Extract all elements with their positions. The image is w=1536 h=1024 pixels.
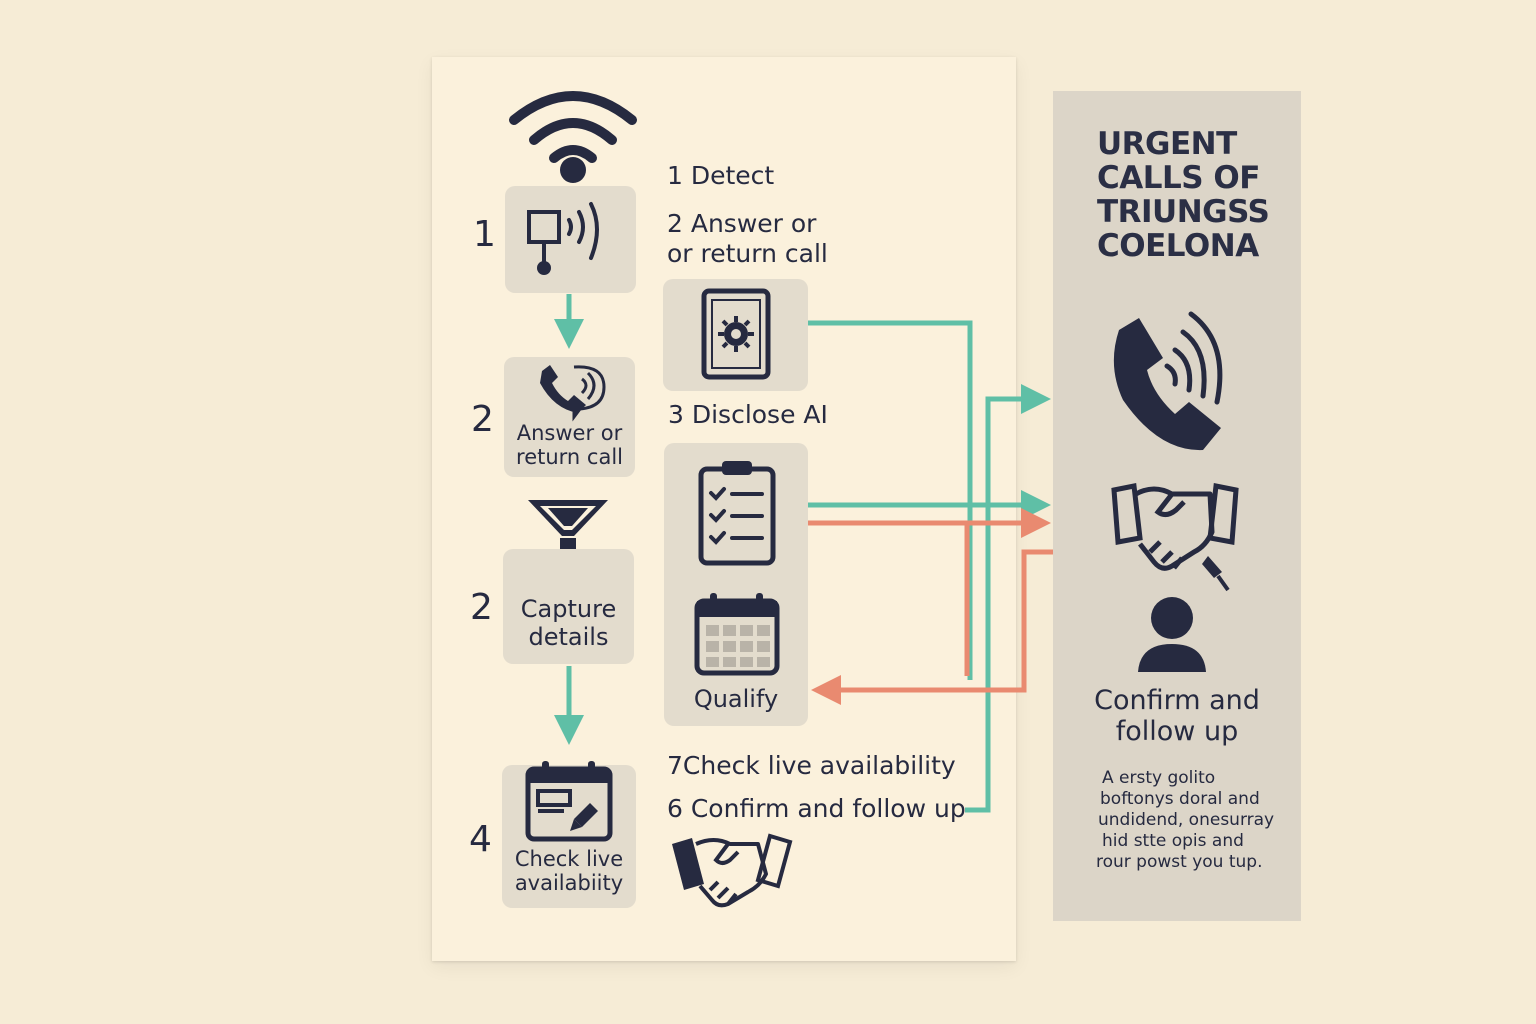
step-label-availability-2: availabiity [514,871,624,895]
step-label-answer-2: return call [516,445,623,469]
sidebar-heading: Confirm and follow up [1064,685,1290,747]
sidebar-heading-line-1: Confirm and [1094,685,1260,716]
sidebar-title-line-3: TRIUNGSS [1097,194,1270,230]
step-box-detect [505,186,636,293]
router-broadcast-icon [527,202,599,275]
line-return-to-qualify [811,549,1053,705]
step-label-availability-1: Check live [514,847,624,871]
sidebar-title-line-2: CALLS OF [1097,160,1260,196]
calendar-edit-icon [525,761,613,842]
step-number-4: 4 [469,819,492,860]
line-confirm-to-phone [965,384,1051,813]
step-box-capture: Capture details [503,549,634,664]
sidebar-heading-line-2: follow up [1115,716,1239,747]
step-box-availability: Check live availabiity [502,761,636,908]
phone-ringing-icon [1113,311,1223,451]
sidebar-handshake-icon [1111,483,1239,592]
tablet-gear-icon [701,288,771,380]
label-answer-1: 2 Answer or [667,209,817,238]
step-number-2a: 2 [471,399,494,440]
clipboard-checklist-icon [698,461,776,566]
qualify-label: Qualify [693,685,779,713]
tablet-box [663,279,808,391]
sidebar-body-line-4: hid stte opis and [1102,831,1244,851]
phone-chat-icon [540,365,606,422]
label-confirm-follow-up: 6 Confirm and follow up [667,794,966,823]
line-tablet-down [808,320,973,680]
sidebar-body-line-2: boftonys doral and [1100,789,1260,809]
calendar-grid-icon [694,593,780,676]
step-label-capture-1: Capture [520,595,617,623]
sidebar-title: URGENT CALLS OF TRIUNGSS COELONA [1097,127,1297,263]
qualify-box: Qualify [664,443,808,726]
sidebar-body-line-3: undidend, onesurray [1098,810,1275,830]
step-number-1: 1 [473,214,496,255]
person-icon [1138,597,1206,672]
handshake-icon [672,833,793,908]
sidebar-body-line-1: A ersty golito [1102,768,1216,788]
sidebar-title-line-1: URGENT [1097,126,1237,162]
sidebar-title-line-4: COELONA [1097,228,1259,264]
step-label-capture-2: details [528,623,609,651]
step-label-answer-1: Answer or [516,421,623,445]
step-number-2b: 2 [470,587,493,628]
label-check-availability: 7Check live availability [667,751,956,780]
label-disclose-ai: 3 Disclose AI [668,400,828,429]
label-answer-2: or return call [667,239,828,268]
step-box-answer: Answer or return call [504,357,635,477]
label-detect: 1 Detect [667,161,775,190]
wifi-icon [509,91,637,183]
sidebar-body: A ersty golito boftonys doral and undide… [1092,768,1292,873]
sidebar-body-line-5: rour powst you tup. [1096,852,1263,872]
